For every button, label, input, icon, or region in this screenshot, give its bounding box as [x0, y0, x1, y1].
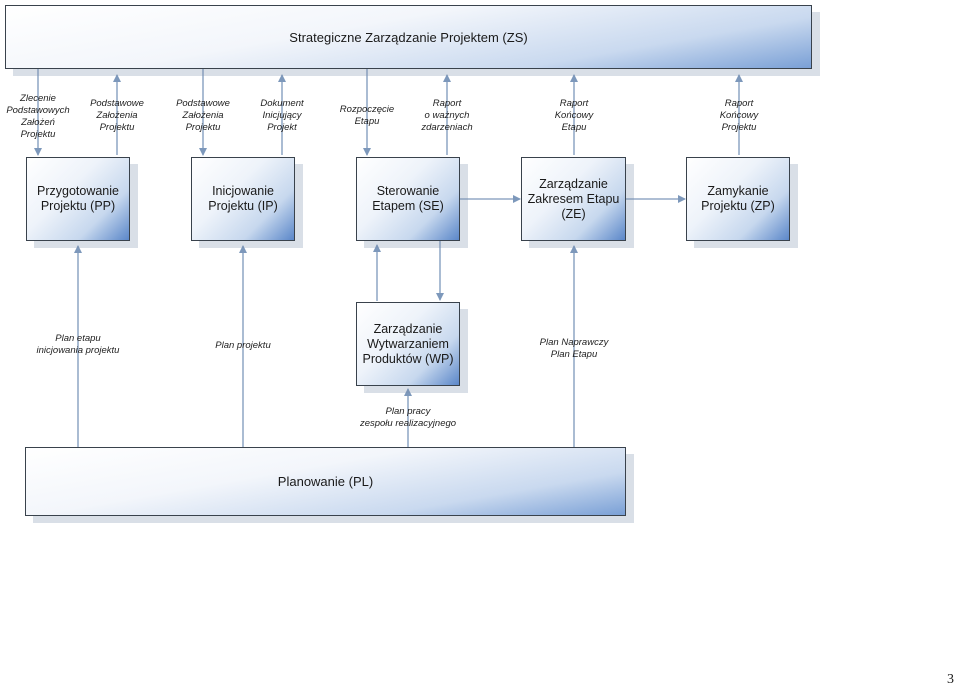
- process-zp: Zamykanie Projektu (ZP): [686, 157, 790, 241]
- process-ze: Zarządzanie Zakresem Etapu (ZE): [521, 157, 626, 241]
- process-se: Sterowanie Etapem (SE): [356, 157, 460, 241]
- process-se-label: Sterowanie Etapem (SE): [372, 184, 444, 213]
- process-pp: Przygotowanie Projektu (PP): [26, 157, 130, 241]
- flow-label-podstawowe-ip: Podstawowe Założenia Projektu: [176, 98, 230, 133]
- process-pl: Planowanie (PL): [25, 447, 626, 516]
- process-zs-label: Strategiczne Zarządzanie Projektem (ZS): [289, 29, 528, 45]
- flow-label-zlecenie: Zlecenie Podstawowych Założeń Projektu: [6, 93, 70, 140]
- process-ip: Inicjowanie Projektu (IP): [191, 157, 295, 241]
- flow-label-raport-projektu: Raport Końcowy Projektu: [719, 98, 759, 133]
- process-wp-label: Zarządzanie Wytwarzaniem Produktów (WP): [362, 321, 454, 366]
- flow-label-raport-etapu: Raport Końcowy Etapu: [554, 98, 594, 133]
- flow-label-plan-pracy: Plan pracy zespołu realizacyjnego: [359, 406, 457, 429]
- process-ip-label: Inicjowanie Projektu (IP): [208, 184, 278, 213]
- process-wp: Zarządzanie Wytwarzaniem Produktów (WP): [356, 302, 460, 386]
- flow-label-dokument: Dokument Inicjujący Projekt: [260, 98, 304, 133]
- flow-label-raport-waznych: Raport o ważnych zdarzeniach: [421, 98, 473, 133]
- process-pl-label: Planowanie (PL): [277, 474, 374, 489]
- flow-label-rozpoczecie: Rozpoczęcie Etapu: [339, 104, 395, 127]
- page-number: 3: [947, 672, 954, 687]
- flow-label-podstawowe-pp: Podstawowe Założenia Projektu: [90, 98, 144, 133]
- flow-label-plan-etapu: Plan etapu inicjowania projektu: [36, 333, 120, 356]
- process-zp-label: Zamykanie Projektu (ZP): [701, 184, 775, 213]
- flow-label-plan-naprawczy: Plan Naprawczy Plan Etapu: [539, 337, 609, 360]
- flow-label-plan-projektu: Plan projektu: [215, 340, 271, 351]
- process-pp-label: Przygotowanie Projektu (PP): [37, 184, 119, 213]
- process-zs: Strategiczne Zarządzanie Projektem (ZS): [5, 5, 812, 69]
- process-ze-label: Zarządzanie Zakresem Etapu (ZE): [527, 176, 620, 221]
